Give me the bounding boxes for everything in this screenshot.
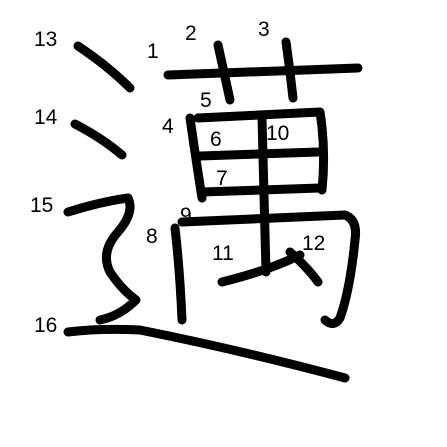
stroke-13: [73, 41, 135, 93]
stroke-8: [170, 223, 187, 325]
stroke-number-15: 15: [30, 194, 53, 217]
stroke-number-14: 14: [34, 106, 58, 129]
stroke-9: [177, 210, 360, 328]
stroke-number-11: 11: [212, 242, 234, 265]
stroke-2: [213, 40, 235, 105]
stroke-number-4: 4: [162, 115, 174, 138]
stroke-15: [63, 193, 141, 325]
stroke-number-9: 9: [180, 204, 192, 227]
stroke-5: [193, 107, 329, 195]
stroke-number-7: 7: [216, 167, 228, 190]
stroke-1: [163, 63, 363, 80]
stroke-number-16: 16: [34, 314, 57, 337]
stroke-number-1: 1: [147, 40, 159, 63]
stroke-number-3: 3: [258, 18, 270, 41]
stroke-number-12: 12: [302, 232, 325, 255]
stroke-number-13: 13: [34, 28, 57, 51]
stroke-number-2: 2: [185, 22, 197, 45]
stroke-number-8: 8: [146, 225, 158, 248]
stroke-number-6: 6: [210, 128, 222, 151]
stroke-14: [70, 119, 127, 160]
stroke-16: [63, 324, 350, 383]
stroke-12: [285, 247, 323, 287]
stroke-3: [281, 37, 298, 103]
stroke-10: [257, 113, 271, 277]
stroke-number-10: 10: [266, 122, 289, 145]
stroke-number-5: 5: [200, 89, 212, 112]
